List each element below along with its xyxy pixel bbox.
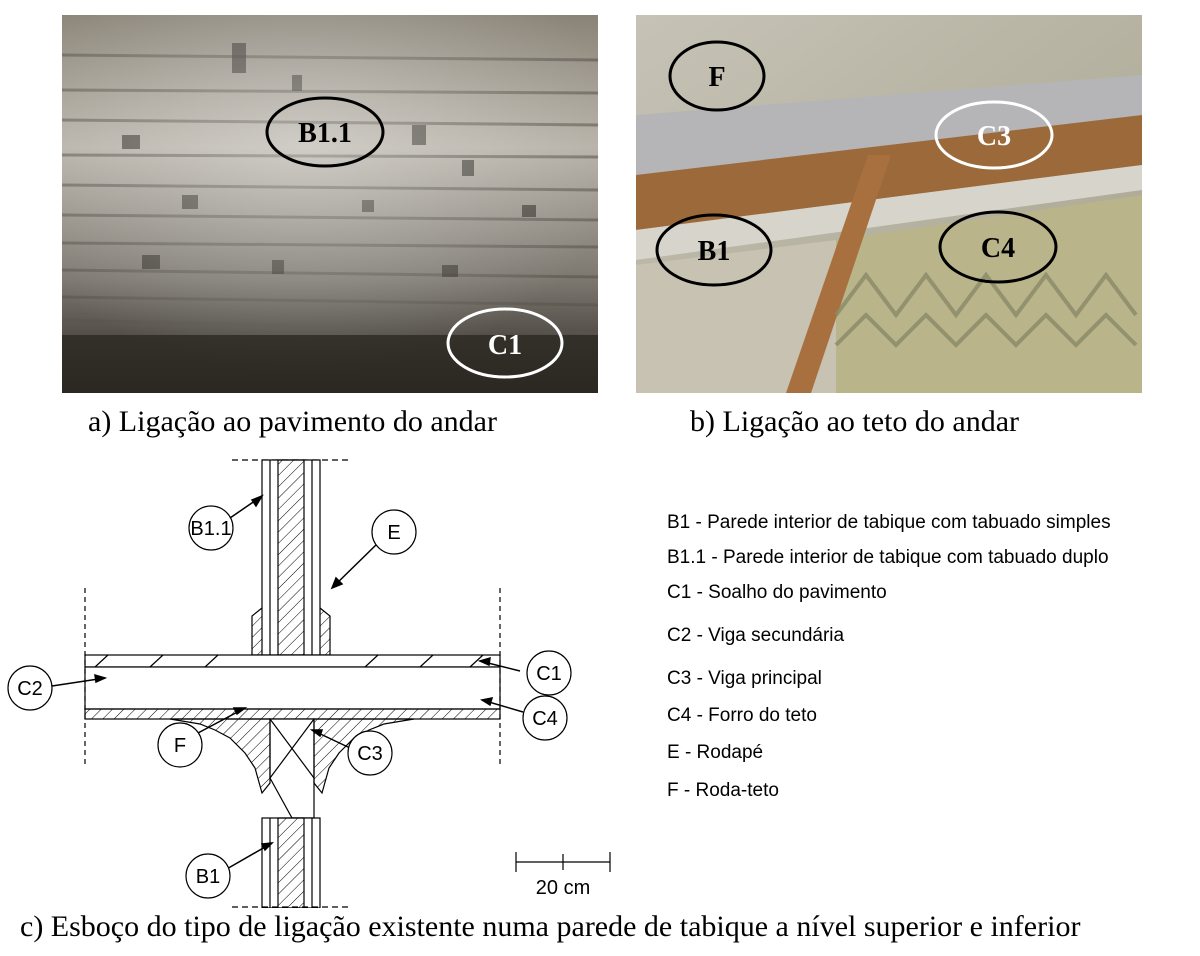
photo-label-b1: B1: [698, 236, 731, 267]
photo-label-f: F: [708, 62, 725, 93]
legend-item-b11: B1.1 - Parede interior de tabique com ta…: [667, 547, 1109, 568]
legend-item-f: F - Roda-teto: [667, 780, 779, 801]
callout-c1: C1: [536, 663, 562, 685]
legend-item-e: E - Rodapé: [667, 742, 764, 763]
scale-bar: [515, 852, 611, 872]
legend-item-c2: C2 - Viga secundária: [667, 625, 845, 646]
photo-label-c4: C4: [981, 233, 1015, 264]
caption-b: b) Ligação ao teto do andar: [690, 405, 1020, 438]
legend-item-c3: C3 - Viga principal: [667, 668, 822, 689]
callout-e: E: [387, 522, 400, 544]
caption-a: a) Ligação ao pavimento do andar: [88, 405, 497, 438]
connection-sketch: B1.1 E C1 C2 C4 F C3 B1 20 cm: [7, 459, 611, 908]
scale-label: 20 cm: [536, 877, 590, 899]
callout-c4: C4: [532, 708, 558, 730]
photo-label-c1: C1: [488, 330, 522, 361]
legend-item-b1: B1 - Parede interior de tabique com tabu…: [667, 512, 1111, 533]
callout-c3: C3: [357, 743, 383, 765]
legend-item-c4: C4 - Forro do teto: [667, 705, 817, 726]
legend-item-c1: C1 - Soalho do pavimento: [667, 582, 887, 603]
photo-label-b11: B1.1: [298, 118, 352, 149]
callout-b1: B1: [196, 866, 220, 888]
photo-ceiling-connection: F C3 B1 C4: [636, 15, 1142, 393]
callout-f: F: [174, 735, 186, 757]
callout-b11: B1.1: [190, 518, 231, 540]
callout-c2: C2: [17, 678, 43, 700]
photo-floor-connection: B1.1 C1: [62, 15, 598, 393]
caption-c: c) Esboço do tipo de ligação existente n…: [20, 910, 1081, 943]
photo-label-c3: C3: [977, 121, 1011, 152]
